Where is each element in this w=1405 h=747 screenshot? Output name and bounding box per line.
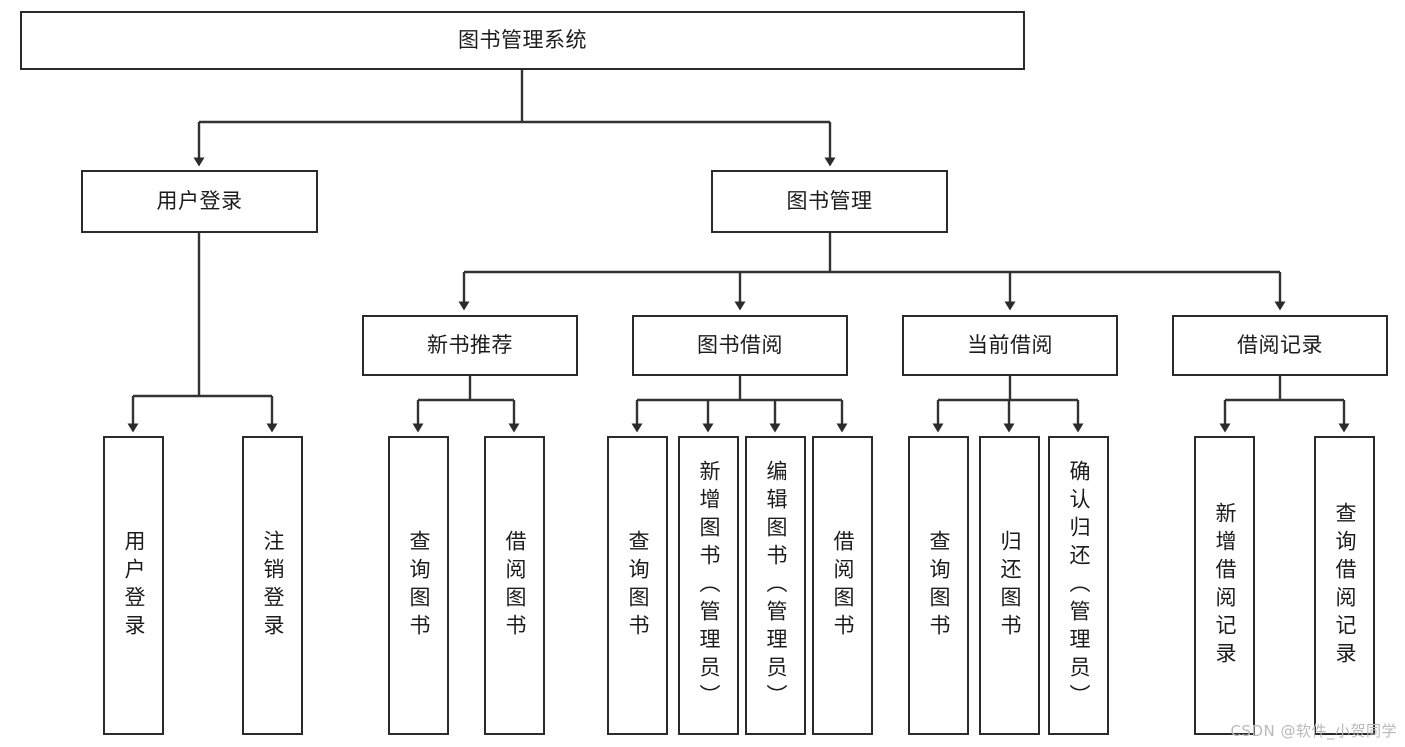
node-borrow-record[interactable]: 借阅记录 xyxy=(1172,315,1388,376)
node-leaf-add-record-label: 新增借阅记录 xyxy=(1213,501,1237,670)
node-book-manage[interactable]: 图书管理 xyxy=(711,170,948,233)
node-leaf-logout-label: 注销登录 xyxy=(261,529,285,642)
node-user-login[interactable]: 用户登录 xyxy=(81,170,318,233)
node-leaf-return-book[interactable]: 归还图书 xyxy=(979,436,1040,735)
node-leaf-borrow-book-a-label: 借阅图书 xyxy=(503,529,527,642)
node-leaf-borrow-book-b-label: 借阅图书 xyxy=(831,529,855,642)
node-leaf-query-book-c-label: 查询图书 xyxy=(927,529,951,642)
node-leaf-edit-book-label: 编辑图书（管理员） xyxy=(764,459,788,712)
node-leaf-query-book-b[interactable]: 查询图书 xyxy=(607,436,668,735)
node-root[interactable]: 图书管理系统 xyxy=(20,11,1025,70)
node-current-borrow[interactable]: 当前借阅 xyxy=(902,315,1118,376)
node-leaf-query-book-a[interactable]: 查询图书 xyxy=(388,436,449,735)
node-leaf-query-record[interactable]: 查询借阅记录 xyxy=(1314,436,1375,735)
node-book-borrow-label: 图书借阅 xyxy=(697,333,783,357)
node-book-manage-label: 图书管理 xyxy=(786,189,873,213)
node-leaf-logout[interactable]: 注销登录 xyxy=(242,436,303,735)
node-leaf-confirm-return[interactable]: 确认归还（管理员） xyxy=(1048,436,1109,735)
node-book-borrow[interactable]: 图书借阅 xyxy=(632,315,848,376)
node-leaf-edit-book[interactable]: 编辑图书（管理员） xyxy=(745,436,806,735)
node-leaf-borrow-book-a[interactable]: 借阅图书 xyxy=(484,436,545,735)
node-user-login-label: 用户登录 xyxy=(156,189,243,213)
node-leaf-query-book-c[interactable]: 查询图书 xyxy=(908,436,969,735)
node-new-book-rec[interactable]: 新书推荐 xyxy=(362,315,578,376)
node-leaf-add-book-label: 新增图书（管理员） xyxy=(697,459,721,712)
node-root-label: 图书管理系统 xyxy=(458,28,587,52)
node-leaf-user-login[interactable]: 用户登录 xyxy=(103,436,164,735)
node-leaf-query-record-label: 查询借阅记录 xyxy=(1333,501,1357,670)
node-leaf-confirm-return-label: 确认归还（管理员） xyxy=(1067,459,1091,712)
node-leaf-return-book-label: 归还图书 xyxy=(998,529,1022,642)
node-leaf-borrow-book-b[interactable]: 借阅图书 xyxy=(812,436,873,735)
node-leaf-query-book-b-label: 查询图书 xyxy=(626,529,650,642)
node-leaf-add-book[interactable]: 新增图书（管理员） xyxy=(678,436,739,735)
node-current-borrow-label: 当前借阅 xyxy=(967,333,1053,357)
node-leaf-user-login-label: 用户登录 xyxy=(122,529,146,642)
node-leaf-query-book-a-label: 查询图书 xyxy=(407,529,431,642)
node-borrow-record-label: 借阅记录 xyxy=(1237,333,1323,357)
node-leaf-add-record[interactable]: 新增借阅记录 xyxy=(1194,436,1255,735)
csdn-watermark: CSDN @软件_小贺同学 xyxy=(1230,722,1397,740)
node-new-book-rec-label: 新书推荐 xyxy=(427,333,513,357)
